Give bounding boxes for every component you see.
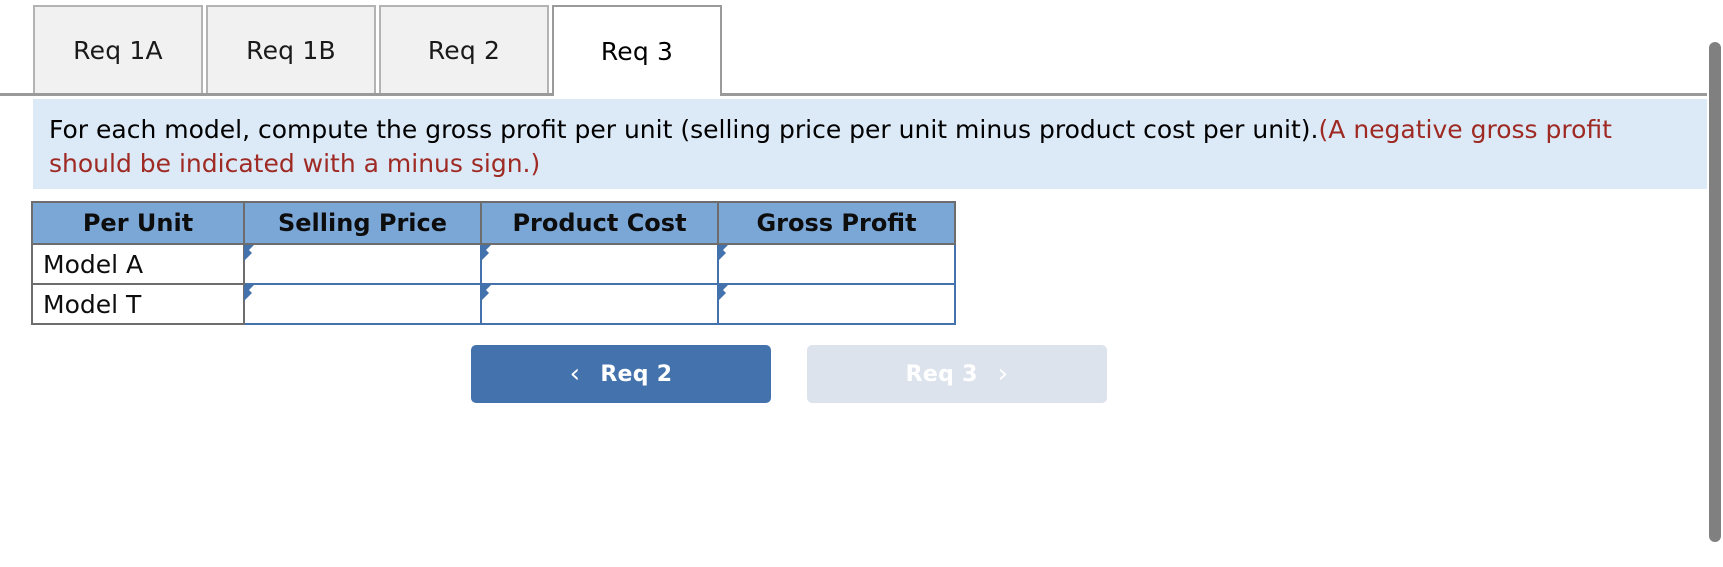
tab-req-2[interactable]: Req 2 [379, 5, 549, 93]
instruction-banner: For each model, compute the gross profit… [33, 99, 1707, 189]
tab-req-1a[interactable]: Req 1A [33, 5, 203, 93]
column-header-selling-price: Selling Price [243, 201, 482, 245]
tab-label: Req 1A [73, 35, 163, 65]
chevron-right-icon: › [997, 359, 1009, 389]
column-header-gross-profit: Gross Profit [717, 201, 956, 245]
prev-requirement-button[interactable]: ‹ Req 2 [471, 345, 771, 403]
cell-model-a-product-cost[interactable] [480, 243, 719, 285]
next-button-label: Req 3 [905, 361, 978, 387]
input-model-t-gross-profit[interactable] [719, 285, 954, 323]
tab-label: Req 2 [427, 35, 501, 65]
tab-label: Req 3 [600, 37, 674, 66]
table-row: Model A [31, 243, 956, 285]
cell-model-a-gross-profit[interactable] [717, 243, 956, 285]
gross-profit-table: Per Unit Selling Price Product Cost Gros… [31, 201, 956, 325]
column-header-product-cost: Product Cost [480, 201, 719, 245]
row-label-model-t: Model T [31, 283, 245, 325]
cell-model-t-product-cost[interactable] [480, 283, 719, 325]
scrollbar-thumb[interactable] [1709, 42, 1721, 542]
prev-button-label: Req 2 [600, 361, 673, 387]
row-label-model-a: Model A [31, 243, 245, 285]
vertical-scrollbar[interactable] [1707, 0, 1723, 567]
instruction-note: (A negative gross profit [1318, 115, 1612, 144]
column-header-per-unit: Per Unit [31, 201, 245, 245]
tab-req-1b[interactable]: Req 1B [206, 5, 376, 93]
input-model-a-product-cost[interactable] [482, 245, 717, 283]
requirement-tab-strip: Req 1A Req 1B Req 2 Req 3 [0, 0, 1707, 96]
chevron-left-icon: ‹ [569, 359, 581, 389]
instruction-main: For each model, compute the gross profit… [49, 115, 1319, 144]
input-model-a-gross-profit[interactable] [719, 245, 954, 283]
next-requirement-button: Req 3 › [807, 345, 1107, 403]
table-header-row: Per Unit Selling Price Product Cost Gros… [31, 201, 956, 245]
cell-model-t-selling-price[interactable] [243, 283, 482, 325]
tab-req-3[interactable]: Req 3 [552, 5, 722, 96]
instruction-note-line2: should be indicated with a minus sign.) [49, 149, 541, 178]
input-model-t-product-cost[interactable] [482, 285, 717, 323]
requirement-navigation: ‹ Req 2 Req 3 › [471, 345, 1107, 403]
cell-model-a-selling-price[interactable] [243, 243, 482, 285]
tab-label: Req 1B [246, 35, 336, 65]
cell-model-t-gross-profit[interactable] [717, 283, 956, 325]
input-model-a-selling-price[interactable] [245, 245, 480, 283]
input-model-t-selling-price[interactable] [245, 285, 480, 323]
table-row: Model T [31, 283, 956, 325]
